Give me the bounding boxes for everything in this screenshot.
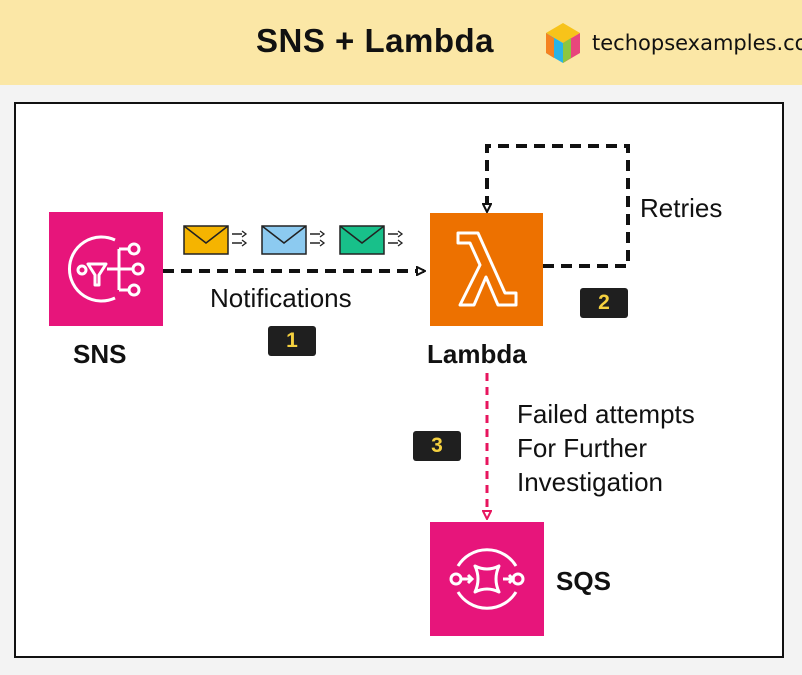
message-envelope-icon — [183, 225, 248, 255]
lambda-label: Lambda — [427, 339, 527, 369]
sqs-label: SQS — [556, 566, 611, 596]
lambda-icon — [430, 213, 543, 326]
retries-loop-arrow — [487, 144, 630, 268]
diagram-panel — [14, 102, 784, 658]
step-badge-3: 3 — [413, 431, 461, 461]
sns-icon — [49, 212, 163, 326]
message-envelope-icon — [339, 225, 404, 255]
sqs-icon — [430, 522, 544, 636]
notifications-label: Notifications — [210, 283, 352, 313]
brand-logo-icon — [546, 23, 580, 63]
brand-name: techopsexamples.com — [592, 31, 802, 55]
step-badge-2: 2 — [580, 288, 628, 318]
message-envelope-icon — [261, 225, 326, 255]
failed-attempts-label: Failed attempts For Further Investigatio… — [517, 399, 695, 497]
page-title: SNS + Lambda — [256, 22, 494, 59]
retries-label: Retries — [640, 193, 723, 223]
header-bar: SNS + Lambda techopsexamples.com — [0, 0, 802, 85]
step-badge-1: 1 — [268, 326, 316, 356]
sns-label: SNS — [73, 339, 127, 369]
